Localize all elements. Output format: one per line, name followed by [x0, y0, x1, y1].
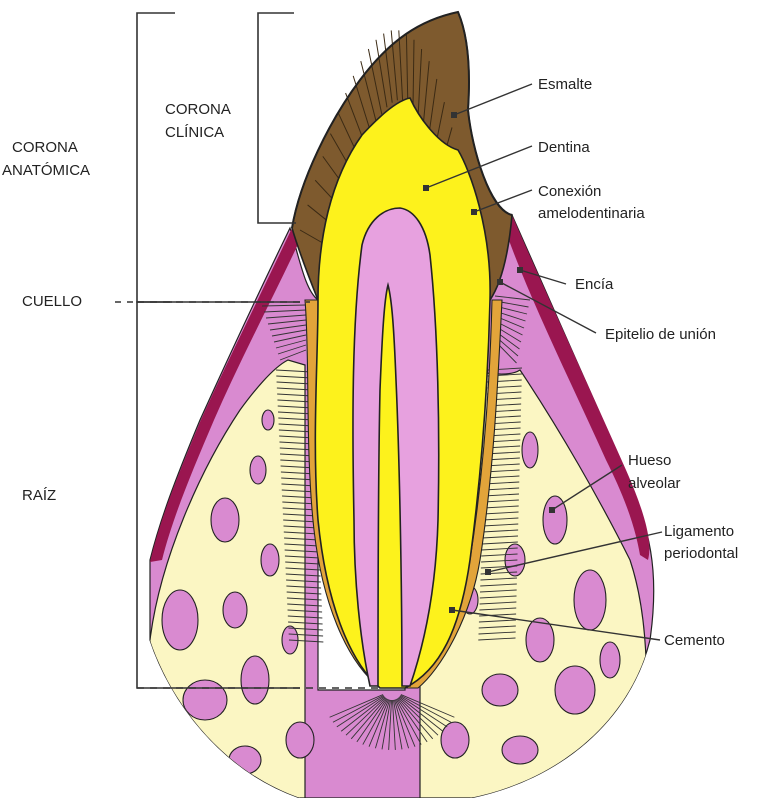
label-esmalte: Esmalte — [538, 76, 592, 93]
label-raiz: RAÍZ — [22, 487, 56, 504]
label-cemento: Cemento — [664, 632, 725, 649]
label-hueso-2: alveolar — [628, 475, 681, 492]
label-ligamento-2: periodontal — [664, 545, 738, 562]
label-corona-anatomica-2: ANATÓMICA — [2, 162, 90, 179]
label-corona-anatomica-1: CORONA — [12, 139, 78, 156]
label-dentina: Dentina — [538, 139, 590, 156]
label-cuello: CUELLO — [22, 293, 82, 310]
bracket-corona-clinica — [258, 13, 296, 223]
label-corona-clinica-1: CORONA — [165, 101, 231, 118]
label-encia: Encía — [575, 276, 614, 293]
label-conexion-1: Conexión — [538, 183, 601, 200]
label-ligamento-1: Ligamento — [664, 523, 734, 540]
label-conexion-2: amelodentinaria — [538, 205, 645, 222]
label-epitelio: Epitelio de unión — [605, 326, 716, 343]
label-corona-clinica-2: CLÍNICA — [165, 124, 224, 141]
label-hueso-1: Hueso — [628, 452, 671, 469]
